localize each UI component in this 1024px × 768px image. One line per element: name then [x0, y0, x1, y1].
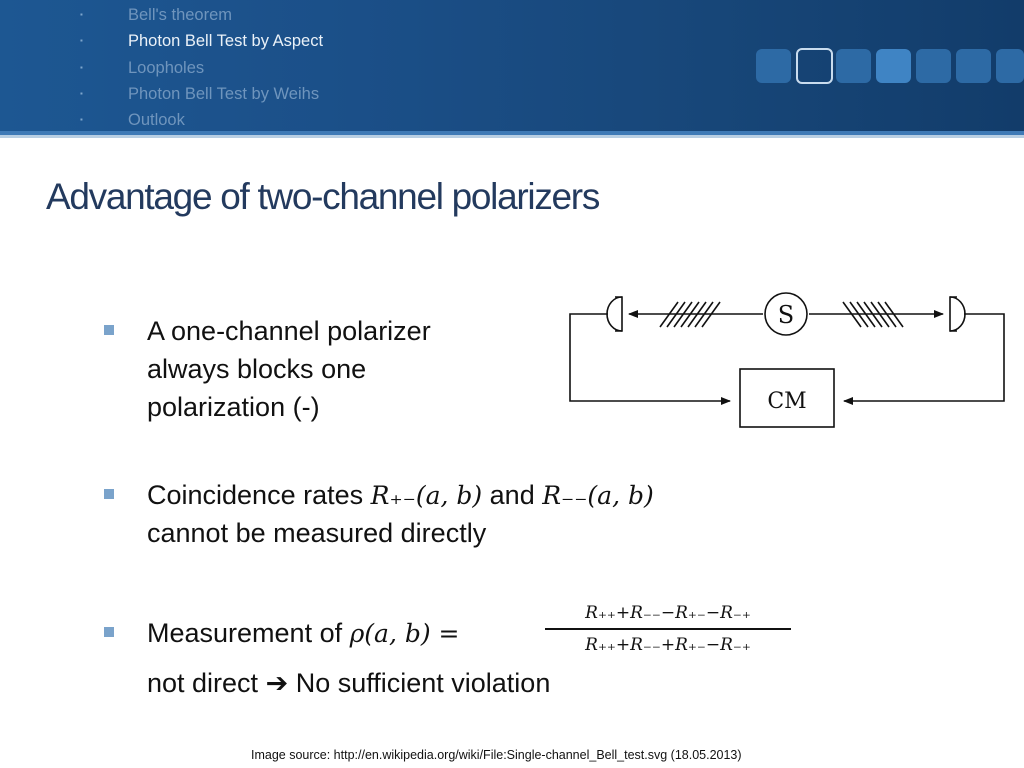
banner-divider-light [0, 135, 1024, 138]
bullet-text-line: cannot be measured directly [147, 518, 487, 548]
nav-item-label: Bell's theorem [128, 6, 233, 24]
nav-item-label: Loopholes [128, 58, 205, 77]
fraction-bar [545, 628, 791, 630]
progress-square[interactable] [836, 49, 871, 83]
left-polarizer-icon [659, 301, 721, 328]
counter-label: CM [767, 389, 806, 414]
nav-item-photon-bell-test-weihs[interactable]: ▪ Photon Bell Test by Weihs [80, 82, 323, 108]
nav-item-bells-theorem[interactable]: ▪ Bell's theorem [80, 3, 323, 29]
progress-square-current-slide[interactable] [876, 49, 911, 83]
nav-item-label: Photon Bell Test by Weihs [128, 84, 320, 103]
nav-item-photon-bell-test-aspect[interactable]: ▪ Photon Bell Test by Aspect [80, 29, 323, 55]
right-polarizer-icon [842, 301, 904, 328]
nav-bullet-icon: ▪ [80, 115, 83, 125]
progress-square[interactable] [956, 49, 991, 83]
section-nav: ▪ Bell's theorem ▪ Photon Bell Test by Asp… [80, 3, 323, 134]
right-wire [843, 313, 1005, 405]
bullet-text-line: polarization (-) [147, 392, 320, 422]
bullet-text-line: Measurement of ρ(a, b) = [147, 614, 460, 653]
right-detector-icon [949, 296, 966, 332]
banner-divider [0, 131, 1024, 135]
nav-item-label: Photon Bell Test by Aspect [128, 32, 324, 51]
slide-title: Advantage of two-channel polarizers [46, 176, 600, 217]
rho-fraction: R₊₊+R₋₋−R₊₋−R₋₊ R₊₊+R₋₋+R₊₋−R₋₊ [545, 601, 791, 657]
nav-bullet-icon: ▪ [80, 36, 83, 46]
header-banner: ▪ Bell's theorem ▪ Photon Bell Test by Asp… [0, 0, 1024, 131]
bullet-square-icon [104, 627, 114, 637]
bullet-text: not direct [147, 668, 266, 698]
bullet-text-line: A one-channel polarizer [147, 316, 431, 346]
bullet-text-line: Coincidence rates R₊₋(a, b) and R₋₋(a, b… [147, 476, 654, 515]
progress-square[interactable] [756, 49, 791, 83]
fraction-denominator: R₊₊+R₋₋+R₊₋−R₋₊ [585, 635, 751, 655]
bullet-text: and [482, 480, 543, 510]
fraction-numerator: R₊₊+R₋₋−R₊₋−R₋₊ [585, 603, 751, 623]
nav-bullet-icon: ▪ [80, 10, 83, 19]
nav-item-loopholes[interactable]: ▪ Loopholes [80, 56, 323, 82]
nav-bullet-icon: ▪ [80, 88, 83, 98]
bullet-square-icon [104, 489, 114, 499]
nav-item-outlook[interactable]: ▪ Outlook [80, 108, 323, 134]
source-circle [764, 292, 808, 336]
rate-r-minus-minus: R₋₋(a, b) [542, 481, 654, 510]
left-detector-icon [606, 296, 623, 332]
bullet-text: No sufficient violation [288, 668, 551, 698]
progress-square[interactable] [916, 49, 951, 83]
bullet-text: Coincidence rates [147, 480, 371, 510]
image-source-credit: Image source: http://en.wikipedia.org/wi… [251, 748, 742, 762]
bullet-text: Measurement of [147, 618, 350, 648]
left-wire [569, 313, 731, 405]
rho-expression: ρ(a, b) = [349, 619, 460, 648]
nav-item-label: Outlook [128, 111, 185, 130]
coincidence-monitor-box [739, 368, 835, 428]
right-arrow-icon: ➔ [265, 668, 289, 698]
progress-square[interactable] [996, 49, 1024, 83]
progress-square-current-section[interactable] [796, 48, 833, 84]
bullet-text-line: always blocks one [147, 354, 367, 384]
rate-r-plus-minus: R₊₋(a, b) [370, 481, 483, 510]
bullet-text-line: not direct ➔ No sufficient violation [147, 664, 550, 702]
nav-bullet-icon: ▪ [80, 62, 83, 72]
source-label: S [778, 301, 794, 329]
bell-test-diagram: S CM [569, 292, 1005, 428]
bullet-square-icon [104, 325, 114, 335]
